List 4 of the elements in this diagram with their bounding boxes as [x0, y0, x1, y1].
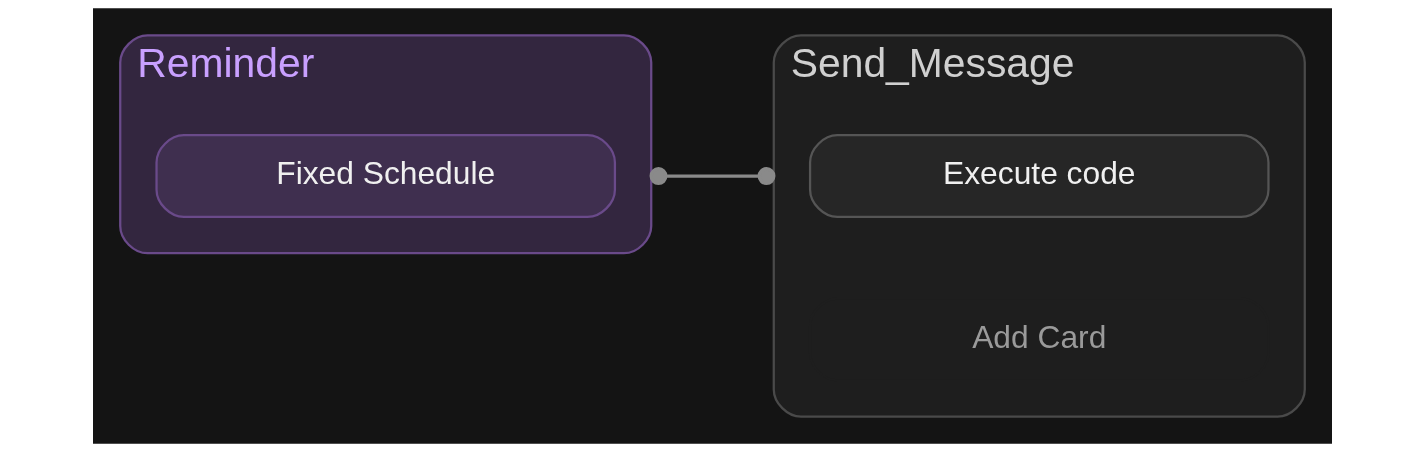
node-box: Execute code: [808, 134, 1270, 219]
node-text: Add Card: [971, 318, 1106, 355]
connector: [649, 167, 775, 186]
node-box: Fixed Schedule: [154, 134, 616, 219]
